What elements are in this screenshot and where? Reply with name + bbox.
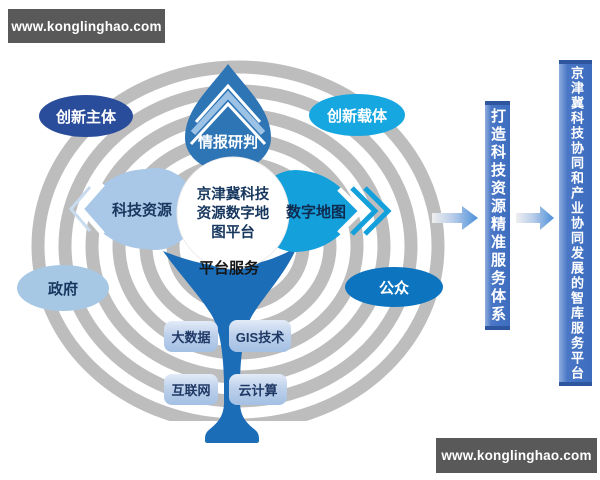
tech-box-internet: 互联网: [164, 374, 218, 405]
tech-box-cloud: 云计算: [229, 374, 287, 405]
innovation-subjects-label: 创新主体: [55, 108, 117, 126]
petal-top-chevron-white1: [194, 83, 262, 123]
outcome-bar-precise-service: 打造科技资源精准服务体系: [485, 101, 510, 330]
innovation-carriers-label: 创新载体: [326, 107, 388, 125]
government-label: 政府: [48, 280, 78, 298]
ellipse-innovation-subjects: [39, 95, 133, 137]
public-label: 公众: [379, 279, 409, 297]
petal-top-chevron-light: [190, 90, 266, 136]
petal-left-label: 科技资源: [112, 201, 172, 219]
arrow-right-icon-2: [516, 206, 554, 230]
center-platform-title: 京津冀科技 资源数字地 图平台: [178, 186, 288, 243]
center-title-line3: 图平台: [211, 225, 255, 241]
tech-box-gis: GIS技术: [229, 320, 291, 352]
ellipse-government: [17, 265, 109, 311]
petal-right-chevron-white: [337, 187, 365, 235]
petal-left-chevron: [77, 182, 105, 236]
center-title-line2: 资源数字地: [196, 206, 270, 222]
petal-right-chevron-cyan2: [363, 186, 392, 236]
arrow-right-icon-1: [432, 206, 478, 230]
ellipse-innovation-carriers: [309, 94, 405, 136]
watermark-bottom-right: www.konglinghao.com: [436, 438, 597, 473]
petal-right-chevron-cyan1: [350, 186, 379, 236]
ellipse-public: [345, 267, 443, 307]
watermark-top-left: www.konglinghao.com: [8, 9, 165, 43]
petal-top-label: 情报研判: [198, 133, 258, 151]
petal-top-shape: [185, 64, 271, 172]
petal-left-outer-chevron: [69, 186, 92, 232]
petal-right-label: 数字地图: [286, 203, 346, 221]
center-circle: [176, 156, 290, 270]
outcome-bar-thinktank-platform: 京津冀科技协同和产业协同发展的智库服务平台: [559, 60, 592, 386]
petal-left-shape: [79, 168, 197, 250]
center-title-line1: 京津冀科技: [196, 187, 270, 203]
tech-box-bigdata: 大数据: [164, 321, 218, 352]
petal-bottom-label: 平台服务: [199, 259, 260, 277]
petal-top-chevron-white2: [189, 101, 267, 146]
